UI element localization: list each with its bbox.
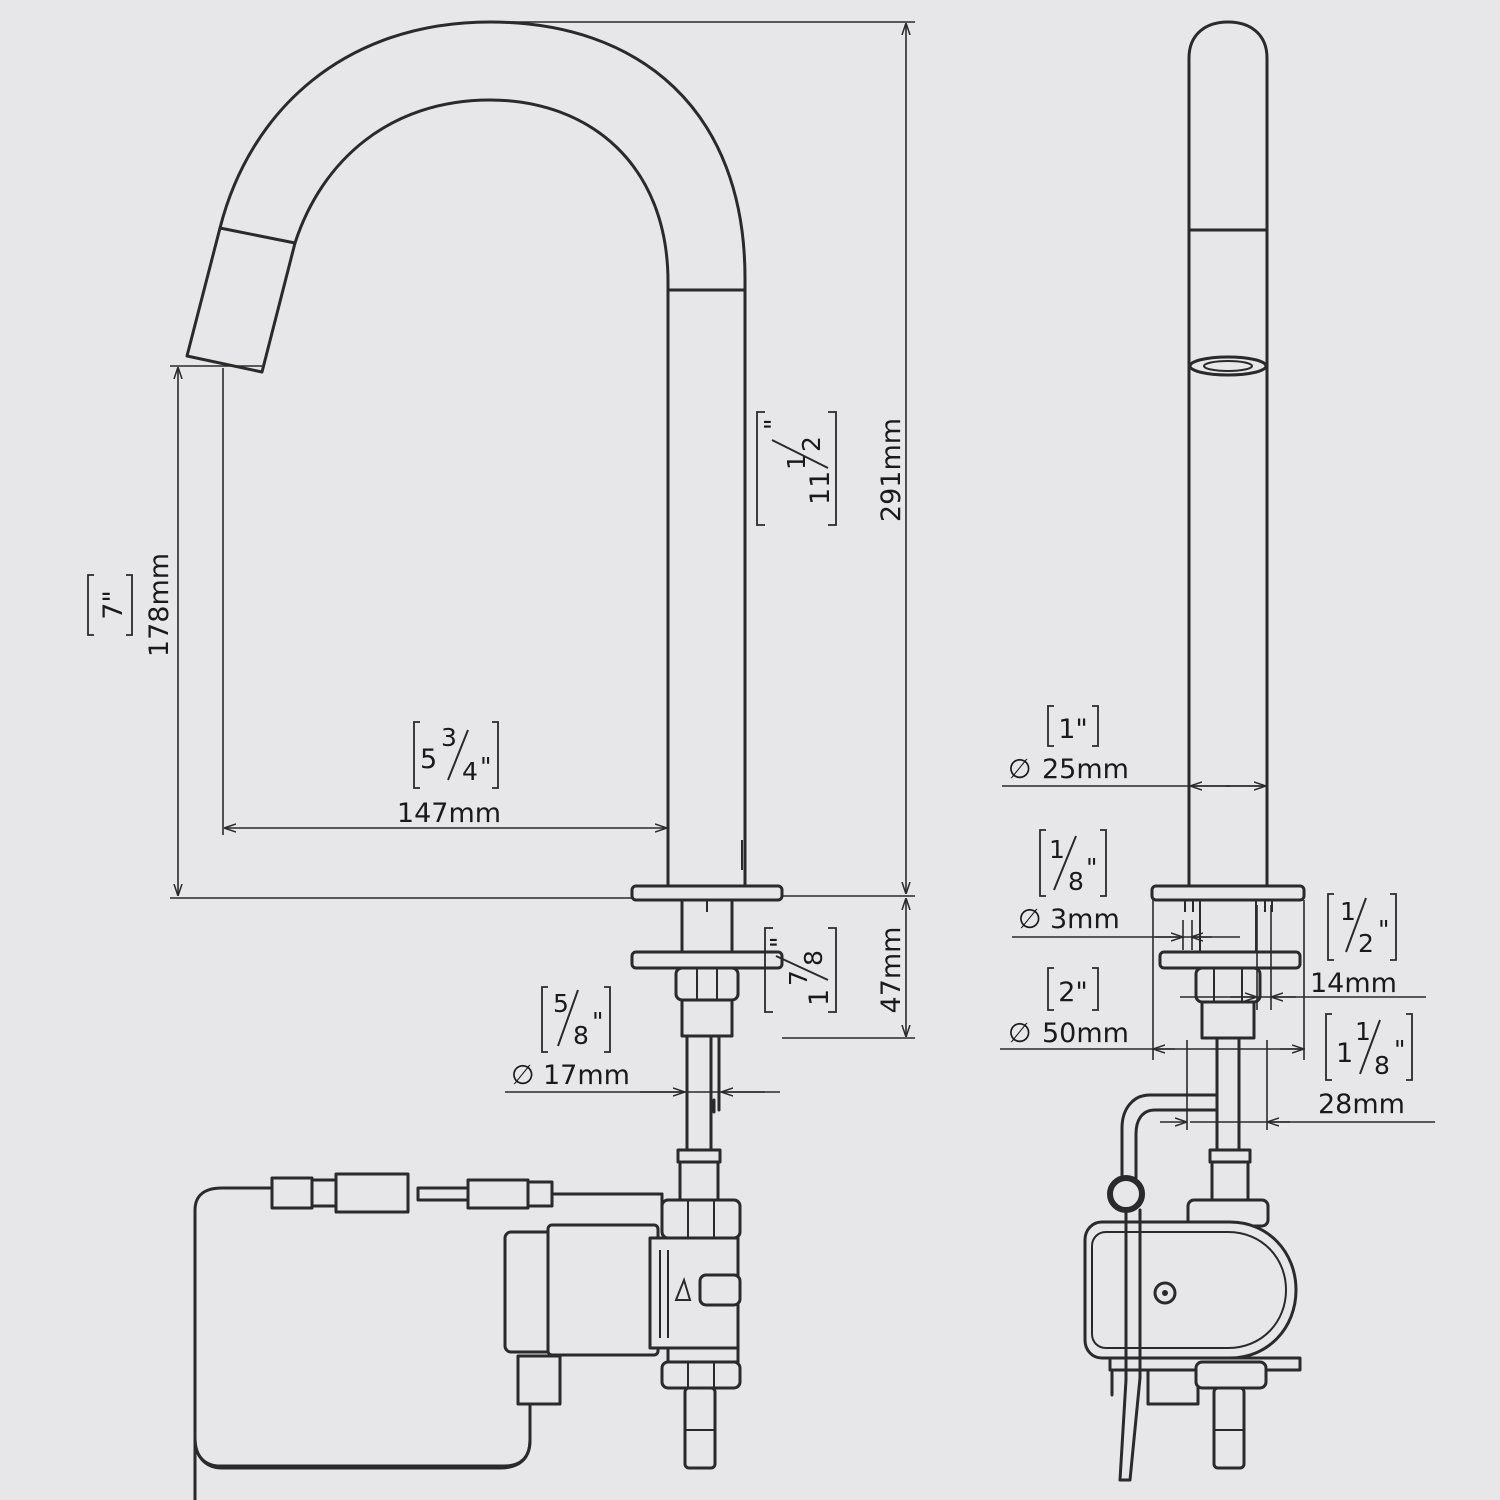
svg-text:": ": [1378, 915, 1390, 944]
front-inlet-pipe: [1212, 1386, 1246, 1470]
svg-text:1: 1: [804, 989, 835, 1006]
shank: [680, 998, 734, 1038]
svg-text:1: 1: [1355, 1017, 1371, 1046]
svg-text:5: 5: [553, 989, 569, 1018]
svg-text:11: 11: [805, 471, 836, 505]
valve-base: [666, 1346, 740, 1364]
connector-a-sleeve: [334, 1172, 410, 1214]
svg-text:1: 1: [1336, 1038, 1353, 1069]
deck-plate: [630, 884, 784, 902]
svg-text:∅: ∅: [511, 1060, 535, 1091]
dim-17mm-label: ∅ 17mm 5 8 ": [511, 986, 630, 1091]
front-shank: [1200, 1000, 1256, 1040]
svg-text:1: 1: [782, 454, 811, 470]
svg-text:17mm: 17mm: [543, 1060, 630, 1091]
svg-text:1": 1": [1058, 714, 1088, 745]
lower-washer: [630, 950, 784, 970]
svg-text:∅: ∅: [1008, 1018, 1032, 1049]
dim-3mm-label: ∅ 3mm 1 8 ": [1018, 829, 1120, 935]
dim-178mm-label: 178mm 7": [87, 553, 175, 657]
dim-14mm-label: 14mm 1 2 ": [1310, 893, 1397, 999]
tube-collar: [676, 1148, 722, 1164]
front-deck-plate: [1150, 884, 1306, 902]
front-view-dimensions: [1000, 786, 1435, 1130]
svg-text:7: 7: [784, 970, 813, 986]
svg-text:147mm: 147mm: [397, 798, 501, 829]
svg-text:8: 8: [1068, 867, 1084, 896]
svg-text:2: 2: [1358, 929, 1374, 958]
valve-nut-lower: [660, 1360, 742, 1390]
svg-text:3mm: 3mm: [1050, 904, 1120, 935]
front-body-outline: [1187, 20, 1269, 890]
svg-text:4: 4: [462, 757, 478, 786]
svg-text:14mm: 14mm: [1310, 968, 1397, 999]
svg-text:8: 8: [1374, 1051, 1390, 1080]
connector-b: [466, 1178, 530, 1210]
front-view: [1083, 20, 1306, 1482]
svg-text:5: 5: [420, 744, 437, 775]
svg-text:∅: ∅: [1008, 754, 1032, 785]
sensor-screw: [1153, 1281, 1177, 1305]
dim-50mm-label: ∅ 50mm 2": [1008, 967, 1129, 1049]
mount-nut: [674, 966, 740, 1002]
sensor-box: [1083, 1220, 1298, 1360]
svg-text:": ": [765, 937, 794, 949]
solenoid-housing: [546, 1223, 660, 1357]
front-valve-nut-lower: [1194, 1360, 1268, 1390]
svg-text:": ": [1394, 1035, 1406, 1064]
svg-text:3: 3: [441, 723, 457, 752]
valve-lever: [698, 1273, 742, 1307]
side-view: [185, 20, 784, 1500]
inlet-pipe: [683, 1386, 717, 1470]
svg-text:28mm: 28mm: [1318, 1089, 1405, 1120]
dim-147mm-label: 147mm 5 3 4 ": [397, 721, 501, 829]
svg-text:50mm: 50mm: [1042, 1018, 1129, 1049]
svg-text:": ": [759, 419, 788, 431]
spout-tip: [185, 226, 297, 374]
svg-text:178mm: 178mm: [144, 553, 175, 657]
side-view-dimensions: [170, 21, 915, 1092]
svg-text:47mm: 47mm: [876, 927, 907, 1014]
svg-text:7": 7": [98, 590, 129, 620]
svg-text:2": 2": [1058, 977, 1088, 1008]
flow-arrow-icon: [674, 1276, 692, 1301]
svg-text:": ": [1086, 853, 1098, 882]
svg-text:2: 2: [797, 436, 826, 452]
front-plug: [1146, 1368, 1200, 1406]
aerator-ring: [1188, 355, 1268, 377]
front-cable: [1120, 1093, 1219, 1180]
tube-fitting: [678, 1160, 720, 1202]
solenoid-plug: [516, 1354, 562, 1406]
svg-text:8: 8: [799, 950, 828, 966]
front-washer: [1158, 950, 1302, 970]
sensor-cable-loop: [193, 1186, 532, 1500]
dim-25mm-label: ∅ 25mm 1": [1008, 705, 1129, 785]
svg-text:8: 8: [573, 1021, 589, 1050]
valve-nut-upper: [660, 1198, 742, 1240]
spout-inner-curve: [293, 98, 670, 294]
dim-47mm-label: 47mm 1 7 8 ": [764, 927, 907, 1014]
svg-text:1: 1: [1049, 835, 1065, 864]
connector-b-pin: [416, 1186, 470, 1202]
connector-a: [270, 1176, 314, 1210]
svg-text:1: 1: [1340, 897, 1356, 926]
mount-spacer: [680, 898, 734, 954]
dim-28mm-label: 28mm 1 1 8 ": [1318, 1013, 1413, 1120]
svg-text:291mm: 291mm: [876, 418, 907, 522]
svg-text:": ": [480, 752, 492, 781]
aerator-inner: [1203, 360, 1253, 372]
front-cable-lower: [1118, 1208, 1142, 1482]
svg-text:": ": [592, 1007, 604, 1036]
svg-text:25mm: 25mm: [1042, 754, 1129, 785]
svg-text:∅: ∅: [1018, 904, 1042, 935]
dim-291mm-label: 291mm 11 1 2 ": [756, 411, 907, 526]
